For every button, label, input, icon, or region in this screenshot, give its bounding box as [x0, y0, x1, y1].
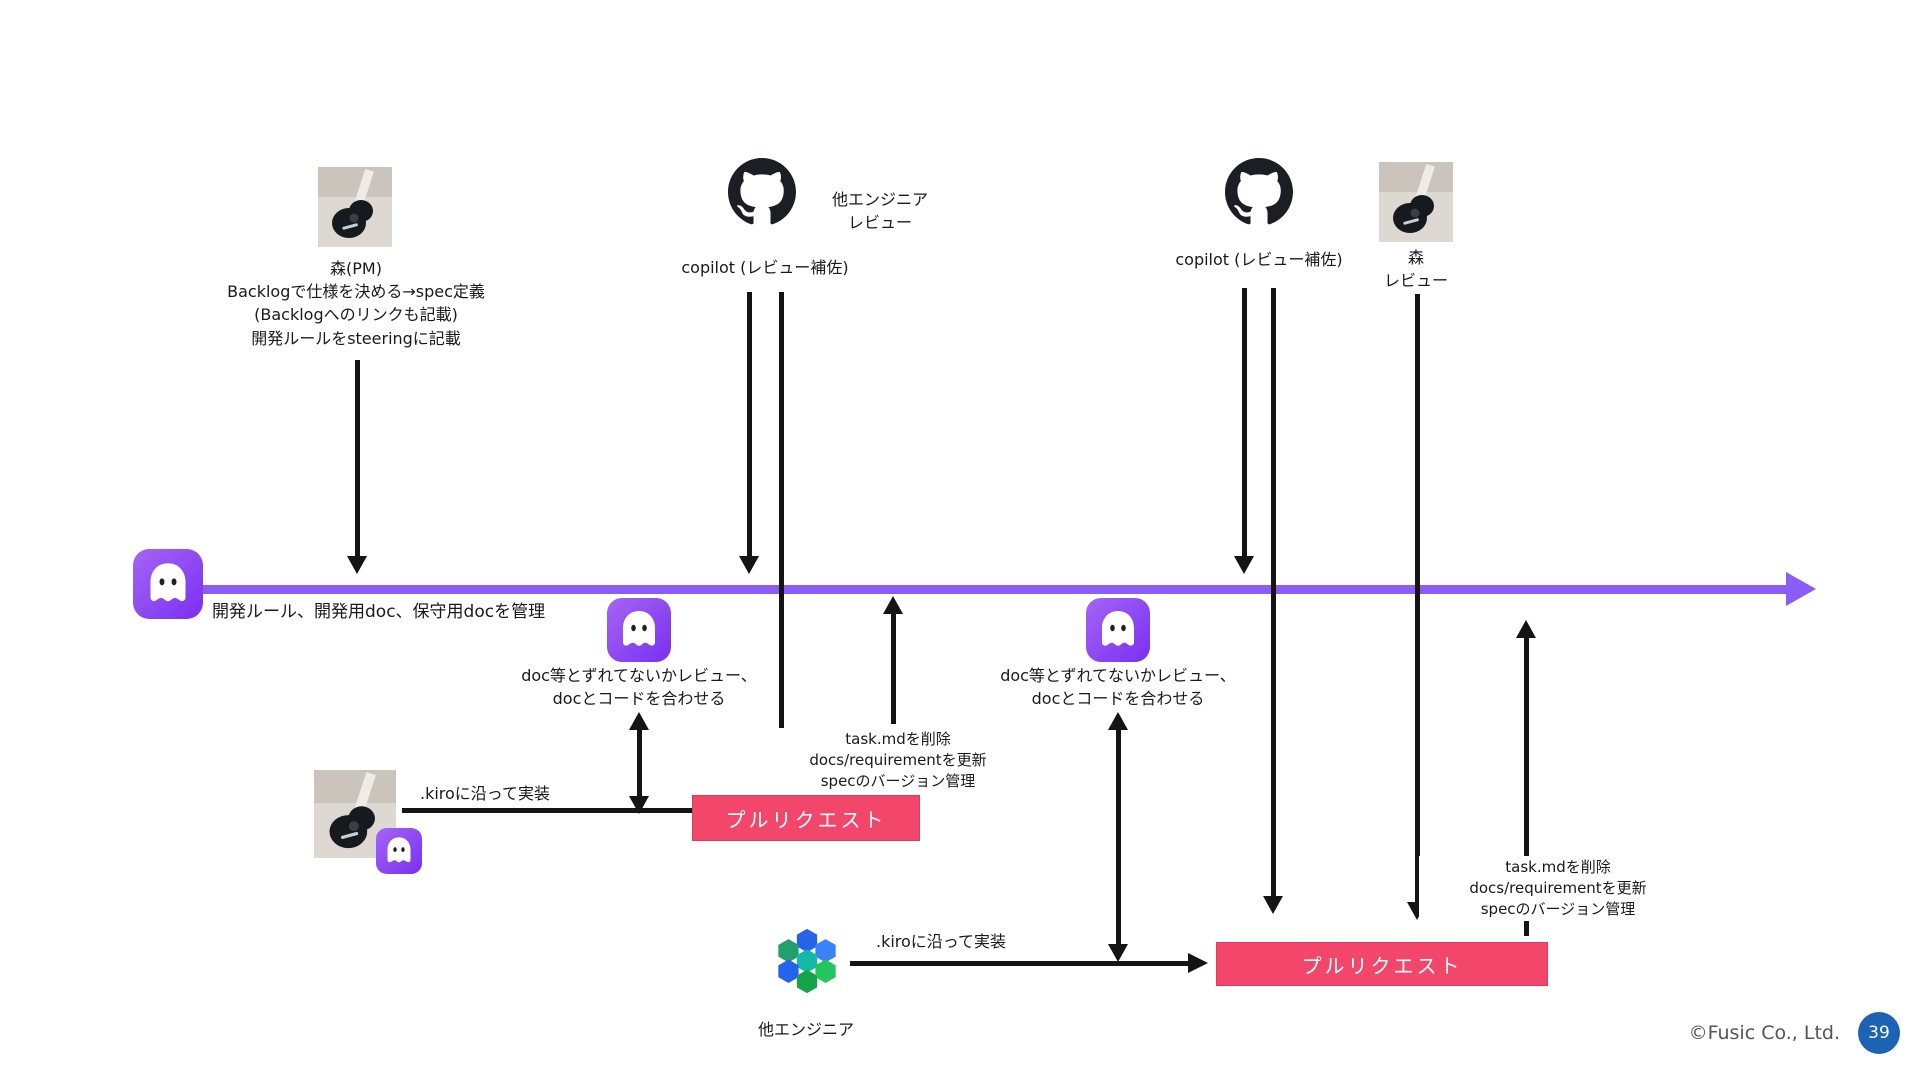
copyright-text: ©Fusic Co., Ltd. [1630, 1022, 1840, 1044]
timeline-bar [135, 585, 1790, 594]
arrow-postmerge-left [891, 612, 896, 724]
arrow-postmerge-right [1524, 636, 1529, 936]
pm-description: 森(PM) Backlogで仕様を決める→spec定義 (Backlogへのリン… [196, 257, 516, 350]
timeline-label: 開発ルール、開発用doc、保守用docを管理 [212, 600, 545, 625]
pull-request-right-label: プルリクエスト [1301, 953, 1463, 978]
other-engineer-label-text: 他エンジニア [757, 1020, 854, 1039]
mori-review-line-2: レビュー [1383, 271, 1448, 291]
post-merge-right-description: task.mdを削除 docs/requirementを更新 specのバージョ… [1419, 856, 1697, 921]
pull-request-box-right: プルリクエスト [1216, 942, 1548, 986]
kiro-right-description: doc等とずれてないかレビュー、 docとコードを合わせる [938, 664, 1298, 710]
arrow-postmerge-left-head-icon [883, 596, 903, 614]
copyright-label: ©Fusic Co., Ltd. [1688, 1022, 1840, 1044]
double-arrow-right-up-head-icon [1108, 712, 1128, 730]
arrow-pm-to-timeline [355, 360, 360, 558]
mori-review-label: 森 レビュー [1341, 246, 1491, 292]
pm-line-2: (Backlogへのリンクも記載) [254, 305, 458, 325]
impl-right-label-text: .kiroに沿って実装 [875, 932, 1006, 951]
arrow-review-left-to-timeline [747, 292, 752, 558]
kiro-left-description: doc等とずれてないかレビュー、 docとコードを合わせる [459, 664, 819, 710]
arrow-review-right-long-head-icon [1263, 896, 1283, 914]
pull-request-left-label: プルリクエスト [725, 807, 887, 832]
copilot-label-right-text: copilot (レビュー補佐) [1175, 250, 1343, 269]
kiro-icon-left [607, 598, 671, 662]
arrow-review-left-to-timeline-head-icon [739, 556, 759, 574]
double-arrow-right [1116, 728, 1121, 946]
mori-review-line-1: 森 [1407, 248, 1424, 267]
other-engineer-review-line-2: レビュー [847, 213, 912, 233]
other-engineer-review-label: 他エンジニア レビュー [800, 188, 960, 234]
timeline-arrowhead-icon [1786, 572, 1816, 606]
page-number-badge: 39 [1858, 1012, 1900, 1054]
arrow-review-left-long [779, 292, 784, 755]
kiro-left-line-1: doc等とずれてないかレビュー、 [521, 666, 757, 685]
kiro-right-line-1: doc等とずれてないかレビュー、 [1000, 666, 1236, 685]
github-icon-right [1225, 158, 1293, 226]
post-merge-right-line-1: task.mdを削除 [1505, 858, 1611, 876]
avatar-mori-dev [314, 770, 396, 858]
arrow-engineer-to-pr-right-head-icon [1188, 953, 1208, 973]
double-arrow-right-down-head-icon [1108, 944, 1128, 962]
timeline-label-text: 開発ルール、開発用doc、保守用docを管理 [212, 602, 546, 622]
pm-line-1: Backlogで仕様を決める→spec定義 [227, 282, 485, 302]
impl-left-label-text: .kiroに沿って実装 [419, 784, 550, 803]
post-merge-left-line-1: task.mdを削除 [845, 730, 951, 748]
arrow-review-right-long [1271, 288, 1276, 898]
impl-left-label: .kiroに沿って実装 [400, 782, 570, 805]
kiro-right-line-2: docとコードを合わせる [1031, 689, 1205, 709]
double-arrow-left [637, 728, 642, 798]
pm-line-3: 開発ルールをsteeringに記載 [251, 328, 461, 348]
post-merge-right-line-3: specのバージョン管理 [1480, 900, 1636, 918]
kiro-left-line-2: docとコードを合わせる [552, 689, 726, 709]
arrow-review-right-to-timeline [1242, 288, 1247, 558]
post-merge-right-line-2: docs/requirementを更新 [1469, 879, 1647, 897]
copilot-label-left-text: copilot (レビュー補佐) [681, 258, 849, 277]
page-number-text: 39 [1868, 1023, 1890, 1043]
other-engineer-label: 他エンジニア [726, 1018, 886, 1041]
arrow-review-right-to-timeline-head-icon [1234, 556, 1254, 574]
pull-request-box-left: プルリクエスト [692, 795, 920, 841]
arrow-postmerge-right-head-icon [1516, 620, 1536, 638]
copilot-label-left: copilot (レビュー補佐) [645, 256, 885, 279]
arrow-engineer-to-pr-right [850, 961, 1190, 966]
kiro-icon-right [1086, 598, 1150, 662]
kiro-icon-main [133, 549, 203, 619]
avatar-mori-pm [318, 167, 392, 247]
line-dev-to-pr-left [402, 808, 694, 813]
github-icon-left [728, 158, 796, 226]
other-engineer-icon [768, 922, 846, 1000]
arrow-pm-to-timeline-head-icon [347, 556, 367, 574]
post-merge-left-line-3: specのバージョン管理 [820, 772, 976, 790]
copilot-label-right: copilot (レビュー補佐) [1139, 248, 1379, 271]
impl-right-label: .kiroに沿って実装 [856, 930, 1026, 953]
arrow-mori-review-long [1415, 294, 1420, 904]
other-engineer-review-line-1: 他エンジニア [831, 190, 928, 209]
double-arrow-left-up-head-icon [629, 712, 649, 730]
avatar-mori-review [1379, 162, 1453, 242]
post-merge-left-description: task.mdを削除 docs/requirementを更新 specのバージョ… [764, 728, 1032, 793]
post-merge-left-line-2: docs/requirementを更新 [809, 751, 987, 769]
kiro-badge-icon [376, 828, 422, 874]
pm-name: 森(PM) [330, 259, 382, 278]
